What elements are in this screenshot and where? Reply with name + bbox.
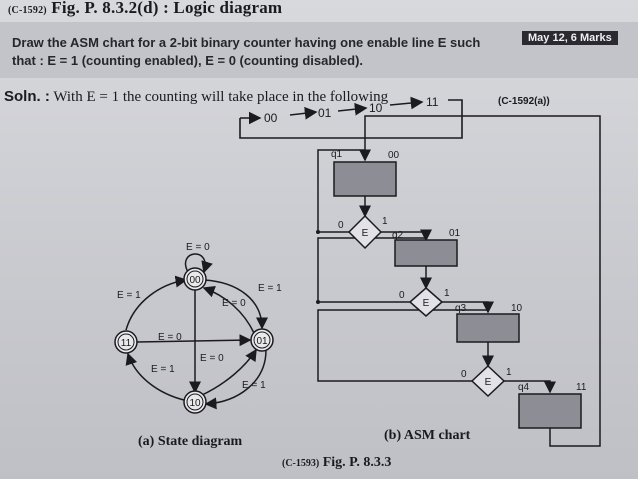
asm-branch-3-one <box>504 380 556 394</box>
solution-line: Soln. : With E = 1 the counting will tak… <box>4 88 388 106</box>
state-label-11: 11 <box>121 338 132 349</box>
figure-code-top: (C-1592) <box>8 5 47 16</box>
figure-code-bottom: (C-1593) <box>282 458 320 469</box>
asm-state-box-11 <box>518 393 582 429</box>
sequence-state-4: 11 <box>426 95 439 109</box>
asm-decision-label-1: E <box>362 228 369 239</box>
asm-decision-2 <box>408 287 444 317</box>
asm-branch-label-1-one: 1 <box>382 216 388 227</box>
asm-code-11: 11 <box>576 382 587 393</box>
label-01-10: E = 1 <box>242 380 266 391</box>
self-loop-edge <box>184 253 213 274</box>
edge-01-00 <box>202 285 255 334</box>
asm-branch-1-one <box>381 229 432 242</box>
sequence-states: 00 01 10 11 <box>264 95 439 125</box>
asm-decision-label-2: E <box>423 298 430 309</box>
asm-chart-caption: (b) ASM chart <box>384 428 471 443</box>
label-00-01: E = 1 <box>258 283 282 294</box>
state-label-00: 00 <box>189 275 201 286</box>
state-label-10: 10 <box>189 398 201 409</box>
asm-state-box-10 <box>456 313 520 343</box>
state-node-01: 01 <box>250 328 274 352</box>
sequence-arrow-4 <box>389 96 424 110</box>
label-10-01: E = 0 <box>200 353 224 364</box>
label-01-00: E = 0 <box>222 298 246 309</box>
state-diagram <box>125 253 268 410</box>
question-line-2: that : E = 1 (counting enabled), E = 0 (… <box>12 53 364 68</box>
sequence-arrow-3 <box>337 102 368 116</box>
solution-label: Soln. : <box>4 88 50 105</box>
asm-state-box-01 <box>394 239 458 267</box>
asm-return-path <box>364 115 601 447</box>
asm-branch-2-one <box>442 301 494 314</box>
asm-q-label-4: q4 <box>518 382 530 393</box>
label-10-11: E = 1 <box>151 364 175 375</box>
sequence-state-1: 00 <box>264 111 278 125</box>
figure-title-bottom: Fig. P. 8.3.3 <box>322 455 392 470</box>
asm-branch-label-2-zero: 0 <box>399 290 405 301</box>
edge-11-00 <box>125 275 188 331</box>
asm-decision-1 <box>347 214 383 250</box>
asm-q-label-1: q1 <box>331 149 343 160</box>
asm-code-00: 00 <box>388 150 400 161</box>
asm-decision-label-3: E <box>485 377 492 388</box>
counting-sequence <box>239 96 463 139</box>
label-11-00: E = 1 <box>117 290 141 301</box>
state-nodes: 00 01 10 11 <box>114 267 274 414</box>
asm-q-label-2: q2 <box>392 230 404 241</box>
asm-branch-3-zero <box>317 309 488 382</box>
edge-01-10 <box>204 349 267 410</box>
asm-code-10: 10 <box>511 303 523 314</box>
figure-caption-bottom: (C-1593) Fig. P. 8.3.3 <box>282 455 391 471</box>
figure-title-top: Fig. P. 8.3.2(d) : Logic diagram <box>51 0 283 17</box>
marks-badge: May 12, 6 Marks <box>522 31 618 45</box>
asm-branch-label-2-one: 1 <box>444 288 450 299</box>
state-node-00: 00 <box>183 267 207 291</box>
sequence-state-3: 10 <box>369 101 383 115</box>
transition-labels: E = 0 E = 1 E = 0 E = 1 E = 0 E = 1 E = … <box>117 242 282 391</box>
asm-branch-label-3-zero: 0 <box>461 369 467 380</box>
label-11-01: E = 0 <box>158 332 182 343</box>
asm-junction-2 <box>316 300 320 304</box>
solution-text: With E = 1 the counting will take place … <box>53 89 389 105</box>
asm-code-01: 01 <box>449 228 461 239</box>
asm-branch-label-3-one: 1 <box>506 367 512 378</box>
figure-caption-top: (C-1592) Fig. P. 8.3.2(d) : Logic diagra… <box>8 0 282 18</box>
asm-decision-3 <box>470 364 506 398</box>
edge-11-01 <box>136 334 252 347</box>
asm-q-label-3: q3 <box>455 303 467 314</box>
sequence-return-loop <box>239 99 463 139</box>
asm-junction-1 <box>316 230 320 234</box>
state-diagram-caption: (a) State diagram <box>138 434 243 449</box>
edge-10-11 <box>125 352 185 401</box>
edge-00-01 <box>203 279 268 330</box>
asm-state-box-00 <box>333 161 397 197</box>
label-self-loop: E = 0 <box>186 242 210 253</box>
state-label-01: 01 <box>256 336 268 347</box>
asm-labels: q1 00 q2 01 q3 10 q4 11 E E E 0 1 0 1 0 … <box>331 149 587 393</box>
asm-branch-1-zero <box>317 149 365 233</box>
asm-branch-label-1-zero: 0 <box>338 220 344 231</box>
asm-chart: q1 00 q2 01 q3 10 q4 11 E E E 0 1 0 1 0 … <box>316 115 601 447</box>
sequence-state-2: 01 <box>318 106 332 120</box>
question-line-1: Draw the ASM chart for a 2-bit binary co… <box>12 35 481 50</box>
state-node-11: 11 <box>114 330 138 354</box>
figure-code-a: (C-1592(a)) <box>498 96 550 107</box>
state-node-10: 10 <box>183 390 207 414</box>
edge-10-01 <box>199 348 257 397</box>
sequence-arrow-2 <box>289 106 318 120</box>
